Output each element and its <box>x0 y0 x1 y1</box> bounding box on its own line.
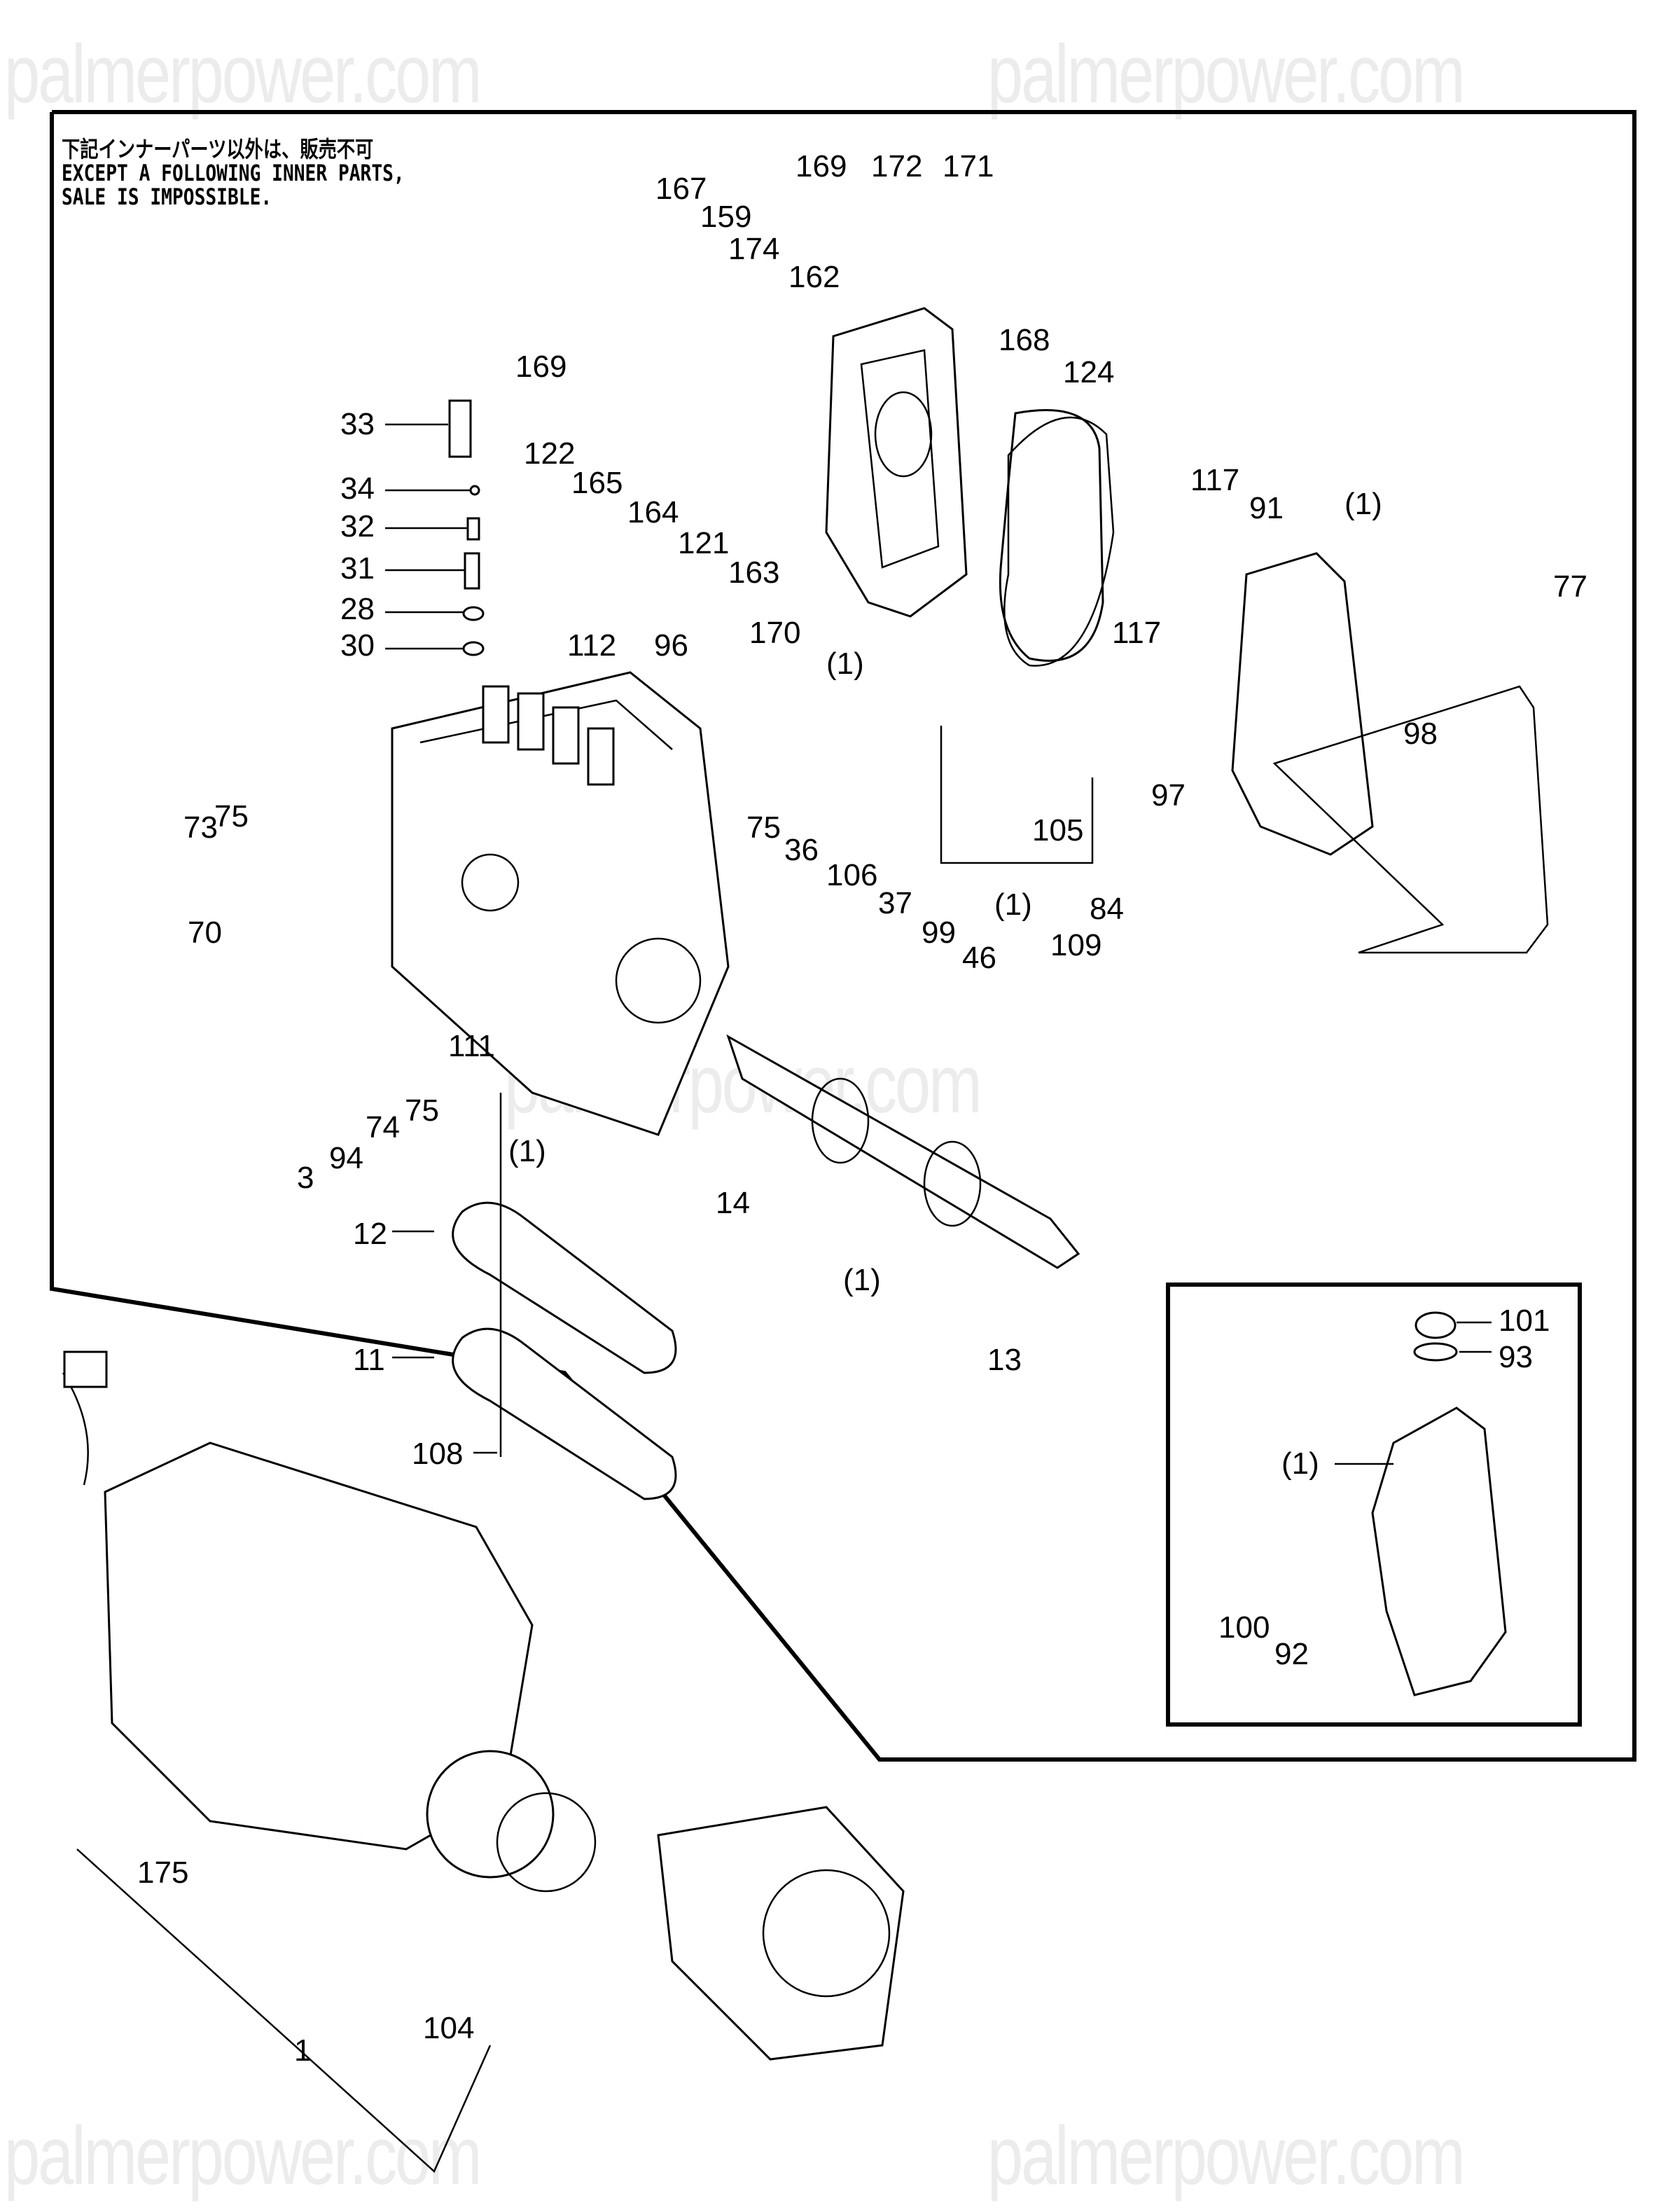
cover-11 <box>452 1327 677 1500</box>
assembly-bracket <box>76 1848 492 2173</box>
delivery-valve-parts <box>385 399 485 656</box>
timer-housing <box>1231 552 1374 856</box>
label-98: 98 <box>1403 717 1438 751</box>
label-28: 28 <box>340 592 375 626</box>
label-122: 122 <box>524 436 575 471</box>
gasket-124 <box>1003 416 1115 667</box>
note-english-line2: SALE IS IMPOSSIBLE. <box>62 184 272 210</box>
label-106: 106 <box>826 858 877 892</box>
label-31: 31 <box>340 551 375 586</box>
label-13: 13 <box>987 1343 1022 1377</box>
label-174: 174 <box>728 232 779 266</box>
label-75-right: 75 <box>746 810 781 845</box>
label-172: 172 <box>871 149 922 184</box>
label-12: 12 <box>353 1217 387 1251</box>
gasket-12 <box>452 1201 677 1374</box>
pump-body <box>391 671 730 1136</box>
assembled-pump <box>62 1350 905 2061</box>
label-164: 164 <box>627 495 679 530</box>
label-94: 94 <box>329 1141 363 1175</box>
label-117-top: 117 <box>1190 463 1239 497</box>
label-170: 170 <box>749 616 800 650</box>
label-100: 100 <box>1218 1610 1270 1645</box>
label-75-left: 75 <box>214 799 249 834</box>
note-japanese: 下記インナーパーツ以外は、販売不可 <box>62 136 374 163</box>
lever-bracket <box>940 726 1094 864</box>
label-112: 112 <box>567 628 616 663</box>
label-46: 46 <box>962 941 996 975</box>
label-111: 111 <box>448 1029 495 1063</box>
label-169-left: 169 <box>515 350 567 384</box>
inset-housing <box>1371 1406 1507 1696</box>
sales-note: 下記インナーパーツ以外は、販売不可 EXCEPT A FOLLOWING INN… <box>62 137 405 209</box>
label-96: 96 <box>654 628 688 663</box>
label-1-lever: (1) <box>994 887 1032 922</box>
label-37: 37 <box>878 886 912 920</box>
watermark-top-right: palmerpower.com <box>987 28 1466 120</box>
label-73: 73 <box>183 810 218 845</box>
label-163: 163 <box>728 555 779 590</box>
watermark-top-left: palmerpower.com <box>4 28 482 120</box>
watermark-bottom-right: palmerpower.com <box>987 2110 1466 2202</box>
label-169-top: 169 <box>795 149 847 184</box>
camshaft <box>726 1034 1080 1269</box>
label-14: 14 <box>716 1186 750 1220</box>
watermark-bottom-left: palmerpower.com <box>4 2110 482 2202</box>
label-92: 92 <box>1274 1637 1309 1671</box>
label-117-bottom: 117 <box>1112 616 1161 650</box>
label-70: 70 <box>188 915 222 950</box>
note-english-line1: EXCEPT A FOLLOWING INNER PARTS, <box>62 160 405 186</box>
label-11: 11 <box>353 1343 385 1377</box>
label-93: 93 <box>1499 1340 1533 1374</box>
label-3: 3 <box>297 1161 314 1195</box>
label-91: 91 <box>1249 491 1284 525</box>
label-33: 33 <box>340 407 375 441</box>
label-34: 34 <box>340 471 375 506</box>
label-1-inset: (1) <box>1281 1446 1319 1481</box>
label-36: 36 <box>784 833 819 867</box>
label-159: 159 <box>700 200 751 234</box>
label-84: 84 <box>1090 892 1124 926</box>
label-165: 165 <box>571 466 623 500</box>
gasket-77 <box>1272 685 1549 954</box>
label-30: 30 <box>340 628 375 663</box>
label-162: 162 <box>788 260 840 294</box>
label-167: 167 <box>655 172 707 206</box>
label-32: 32 <box>340 509 375 544</box>
label-168: 168 <box>999 323 1050 357</box>
governor-cover <box>825 307 1104 662</box>
label-121: 121 <box>678 526 729 560</box>
label-105: 105 <box>1032 813 1083 848</box>
label-99: 99 <box>922 915 956 950</box>
label-1-timer: (1) <box>1344 487 1382 521</box>
washer-93 <box>1413 1342 1458 1362</box>
label-104: 104 <box>423 2011 474 2045</box>
label-171: 171 <box>943 149 994 184</box>
label-1-assembly: 1 <box>294 2033 311 2068</box>
label-1-body: (1) <box>508 1134 546 1168</box>
label-108: 108 <box>412 1437 463 1471</box>
label-175: 175 <box>137 1855 188 1890</box>
label-97: 97 <box>1151 778 1186 813</box>
inset-box <box>1166 1283 1582 1727</box>
label-1-camshaft: (1) <box>843 1263 881 1297</box>
label-101: 101 <box>1499 1304 1550 1338</box>
plug-101 <box>1415 1311 1457 1339</box>
exploded-view-frame <box>50 110 1636 1762</box>
label-109: 109 <box>1050 928 1101 962</box>
label-124: 124 <box>1063 355 1114 389</box>
label-74: 74 <box>366 1110 400 1145</box>
label-77: 77 <box>1553 569 1587 604</box>
label-75-bottom: 75 <box>405 1093 439 1128</box>
label-1-governor: (1) <box>826 647 864 681</box>
